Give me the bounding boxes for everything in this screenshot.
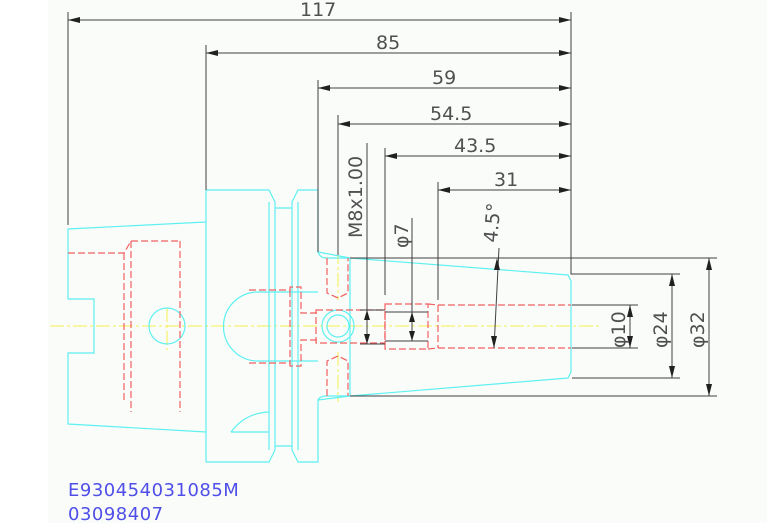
order-number: 03098407: [68, 504, 164, 523]
dim-59: 59: [432, 67, 456, 89]
dim-bore-7: φ7: [391, 223, 413, 248]
part-code: E930454031085M: [68, 480, 240, 501]
dim-85: 85: [376, 32, 400, 54]
dim-43-5: 43.5: [454, 135, 496, 157]
dim-diameter-24: φ24: [650, 311, 672, 348]
dim-117: 117: [300, 0, 336, 21]
dim-diameter-32: φ32: [687, 311, 709, 348]
dim-bore-10: φ10: [608, 311, 630, 348]
dim-31: 31: [494, 169, 518, 191]
dimension-lines: [67, 12, 717, 397]
dim-thread: M8x1.00: [345, 156, 367, 238]
arrowheads: [68, 17, 712, 396]
dim-54-5: 54.5: [430, 103, 472, 125]
dim-taper-angle: 4.5°: [480, 202, 505, 243]
hidden-lines: [68, 240, 571, 412]
